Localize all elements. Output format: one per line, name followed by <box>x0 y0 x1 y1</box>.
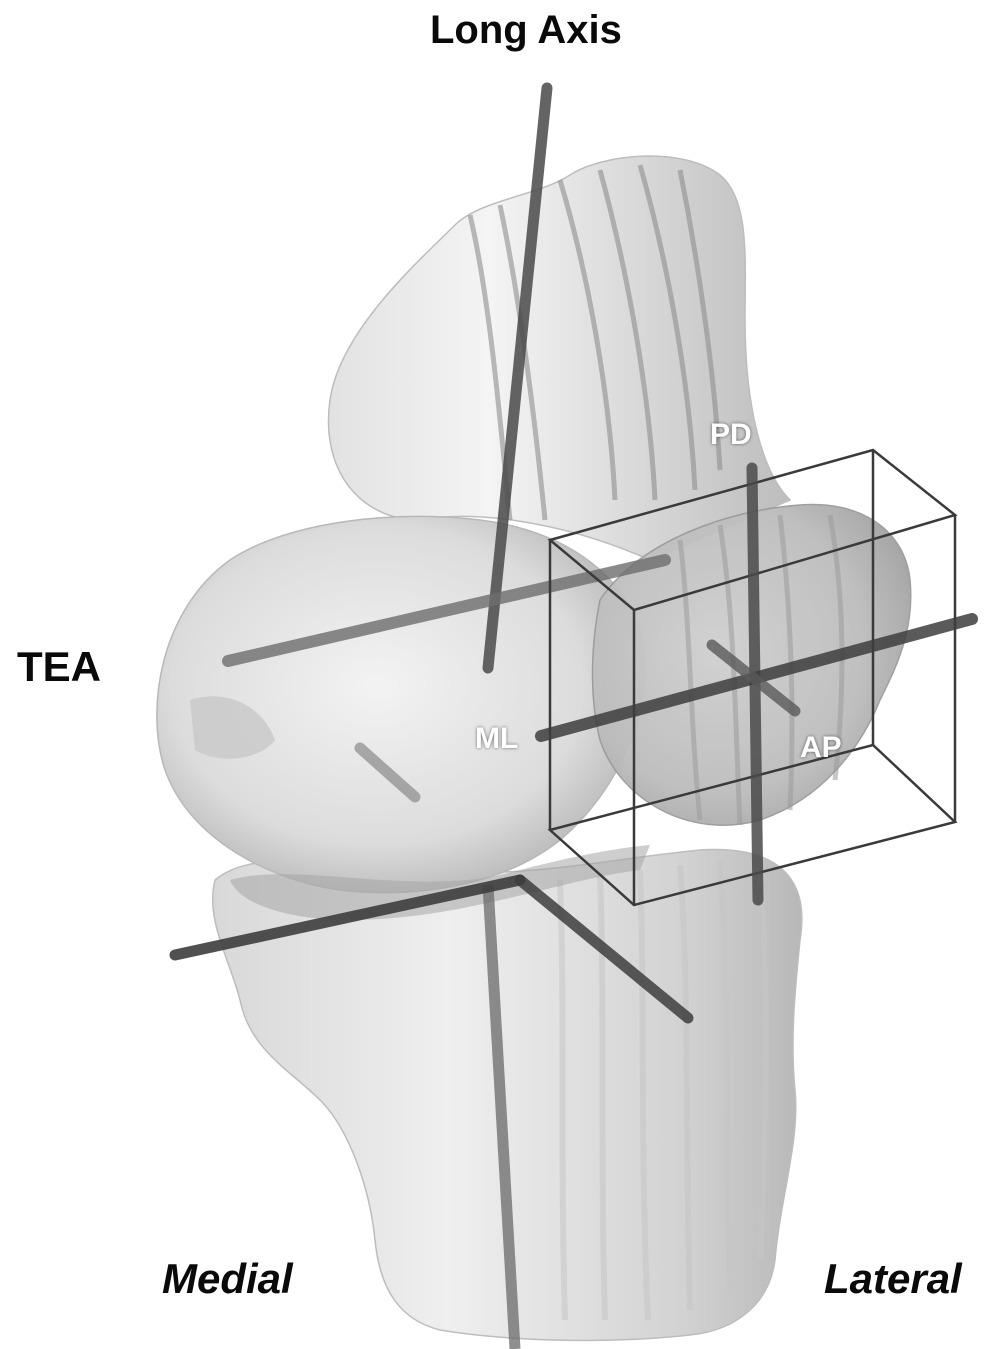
femur-shaft <box>328 156 790 560</box>
ml-label: ML <box>475 724 518 754</box>
tea-label: TEA <box>17 646 101 688</box>
lateral-label: Lateral <box>824 1258 962 1300</box>
long-axis-label: Long Axis <box>430 10 622 50</box>
pd-label: PD <box>710 420 752 450</box>
medial-label: Medial <box>162 1258 293 1300</box>
ap-label: AP <box>800 733 842 763</box>
